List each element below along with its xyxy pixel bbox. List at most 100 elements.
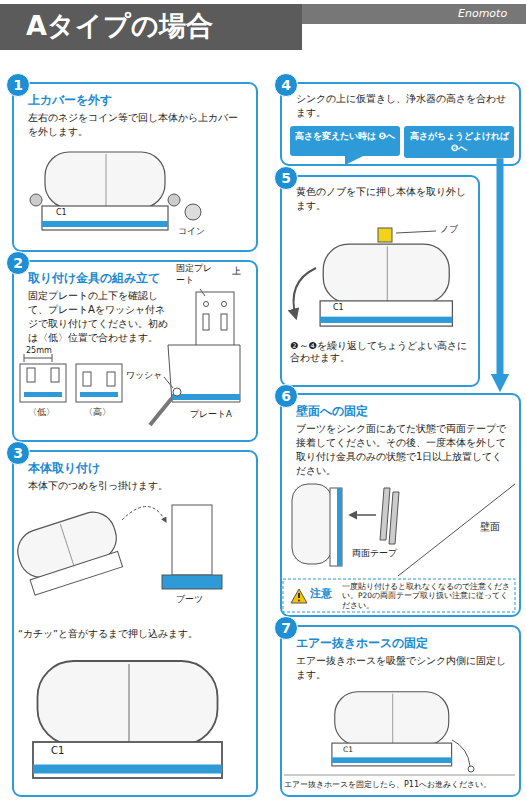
step-number: 3 (6, 441, 30, 465)
step5-drawing (396, 231, 436, 233)
position-name: 〈高〉 (84, 407, 111, 419)
step2-drawing (83, 372, 91, 386)
part-name: ノブ (440, 224, 458, 236)
step7-drawing (284, 692, 515, 775)
step-text: ブーツをシンク面にあてた状態で両面テープで接着してください。その後、一度本体を外… (296, 422, 509, 478)
step2-drawing (150, 398, 172, 425)
model-mark: C1 (333, 303, 344, 313)
step2-drawing (168, 345, 240, 402)
step6-drawing (283, 579, 515, 612)
step1-drawing (30, 194, 42, 206)
step-box: 4シンクの上に仮置きし、浄水器の高さを合わせます。高さを変えたい時は ❺へ高さが… (280, 82, 521, 166)
step-text: シンクの上に仮置きし、浄水器の高さを合わせます。 (296, 92, 509, 120)
title-band (0, 4, 526, 50)
orientation-mark: 上 (232, 266, 241, 278)
step3-drawing (12, 505, 222, 778)
step-number: 7 (274, 616, 298, 640)
step2-drawing (173, 388, 181, 396)
part-name: 両面テープ (352, 548, 397, 560)
step-heading: 取り付け金具の組み立て (28, 270, 246, 286)
part-name: ワッシャ (126, 370, 162, 381)
instruction-note: エアー抜きホースを固定したら、P11へお進みください。 (284, 780, 491, 790)
flow-arrow (497, 158, 504, 374)
step3-drawing (33, 661, 222, 778)
step6-drawing (389, 492, 399, 544)
step3-drawing (122, 506, 166, 522)
step-number: 1 (6, 73, 30, 97)
position-name: 〈低〉 (28, 407, 55, 419)
step1-drawing (42, 152, 168, 230)
step-heading: 壁面への固定 (296, 403, 509, 419)
step-number: 4 (274, 73, 298, 97)
step-heading: エアー抜きホースの固定 (296, 635, 509, 651)
step-text: 固定プレートの上下を確認して、プレートAをワッシャ付ネジで取り付けてください。初… (28, 289, 168, 345)
choice-text: 高さを変えたい時は ❺へ (294, 130, 396, 142)
step-number: 6 (274, 384, 298, 408)
step-number: 5 (274, 166, 298, 190)
step-heading: 上カバーを外す (28, 92, 246, 108)
step7-drawing (284, 775, 515, 776)
step2-drawing (20, 364, 66, 402)
step3-drawing (60, 524, 74, 566)
step2-drawing (172, 394, 240, 400)
step1-drawing (168, 194, 180, 206)
part-name: プレートA (190, 409, 232, 420)
instruction-note: “カチッ”と音がするまで押し込みます。 (18, 628, 198, 640)
step2-drawing (80, 392, 118, 397)
step5-drawing (320, 244, 452, 326)
watermark: Enomoto (458, 7, 507, 21)
step2-drawing (76, 364, 122, 402)
step-box: 3本体取り付け本体下のつめを引っ掛けます。 (12, 450, 258, 797)
part-name: 壁面 (480, 520, 500, 533)
step3-drawing (30, 551, 122, 595)
model-mark: C1 (343, 745, 353, 755)
step-heading: 本体取り付け (28, 460, 246, 476)
title-band (0, 4, 302, 50)
step6-drawing (330, 488, 342, 566)
step-text: 黄色のノブを下に押し本体を取り外します。 (296, 185, 468, 213)
part-name: ブーツ (176, 594, 203, 606)
step-text: 左右のネジをコイン等で回し本体から上カバーを外します。 (28, 111, 246, 139)
step5-drawing (378, 228, 392, 242)
dimension: 25mm (26, 346, 52, 356)
step3-drawing (162, 575, 222, 589)
step-text: 本体下のつめを引っ掛けます。 (28, 479, 246, 493)
step2-drawing (221, 314, 227, 330)
step3-drawing (12, 507, 126, 597)
step7-drawing (332, 692, 452, 766)
step6-drawing (298, 600, 300, 602)
choice-text: 高さがちょうどよければ ❻へ (408, 130, 510, 154)
model-mark: C1 (56, 208, 67, 218)
step2-drawing (164, 377, 173, 388)
step2-drawing (20, 289, 240, 425)
step6-drawing (283, 484, 515, 612)
step1-drawing (30, 152, 201, 230)
step3-drawing (172, 505, 212, 575)
page-title: Aタイプの場合 (26, 8, 213, 44)
step-box: 1上カバーを外す左右のネジをコイン等で回し本体から上カバーを外します。 (12, 82, 258, 252)
step2-drawing (27, 368, 35, 382)
step2-drawing (204, 302, 209, 307)
step2-drawing (52, 354, 53, 362)
title-band (302, 4, 526, 24)
choice-box: 高さがちょうどよければ ❻へ (404, 126, 514, 158)
step2-drawing (107, 372, 115, 386)
step1-drawing (185, 204, 201, 220)
step2-drawing (24, 392, 62, 397)
step-box: 7エアー抜きホースの固定エアー抜きホースを吸盤でシンク内側に固定します。 (280, 625, 521, 797)
step2-drawing (200, 289, 205, 296)
caution-title: 注意 (310, 587, 332, 601)
step-number: 2 (6, 251, 30, 275)
step2-drawing (203, 314, 209, 330)
step7-drawing (468, 766, 474, 772)
step6-drawing (398, 484, 515, 576)
step2-drawing (24, 354, 25, 362)
part-name: コイン (178, 226, 205, 238)
part-name: 固定プレート (176, 263, 216, 286)
step2-drawing (222, 302, 227, 307)
step6-drawing (298, 593, 300, 598)
step2-drawing (51, 368, 59, 382)
step-text: エアー抜きホースを吸盤でシンク内側に固定します。 (296, 654, 509, 682)
choice-box: 高さを変えたい時は ❺へ (290, 126, 400, 156)
step5-drawing (294, 228, 453, 326)
